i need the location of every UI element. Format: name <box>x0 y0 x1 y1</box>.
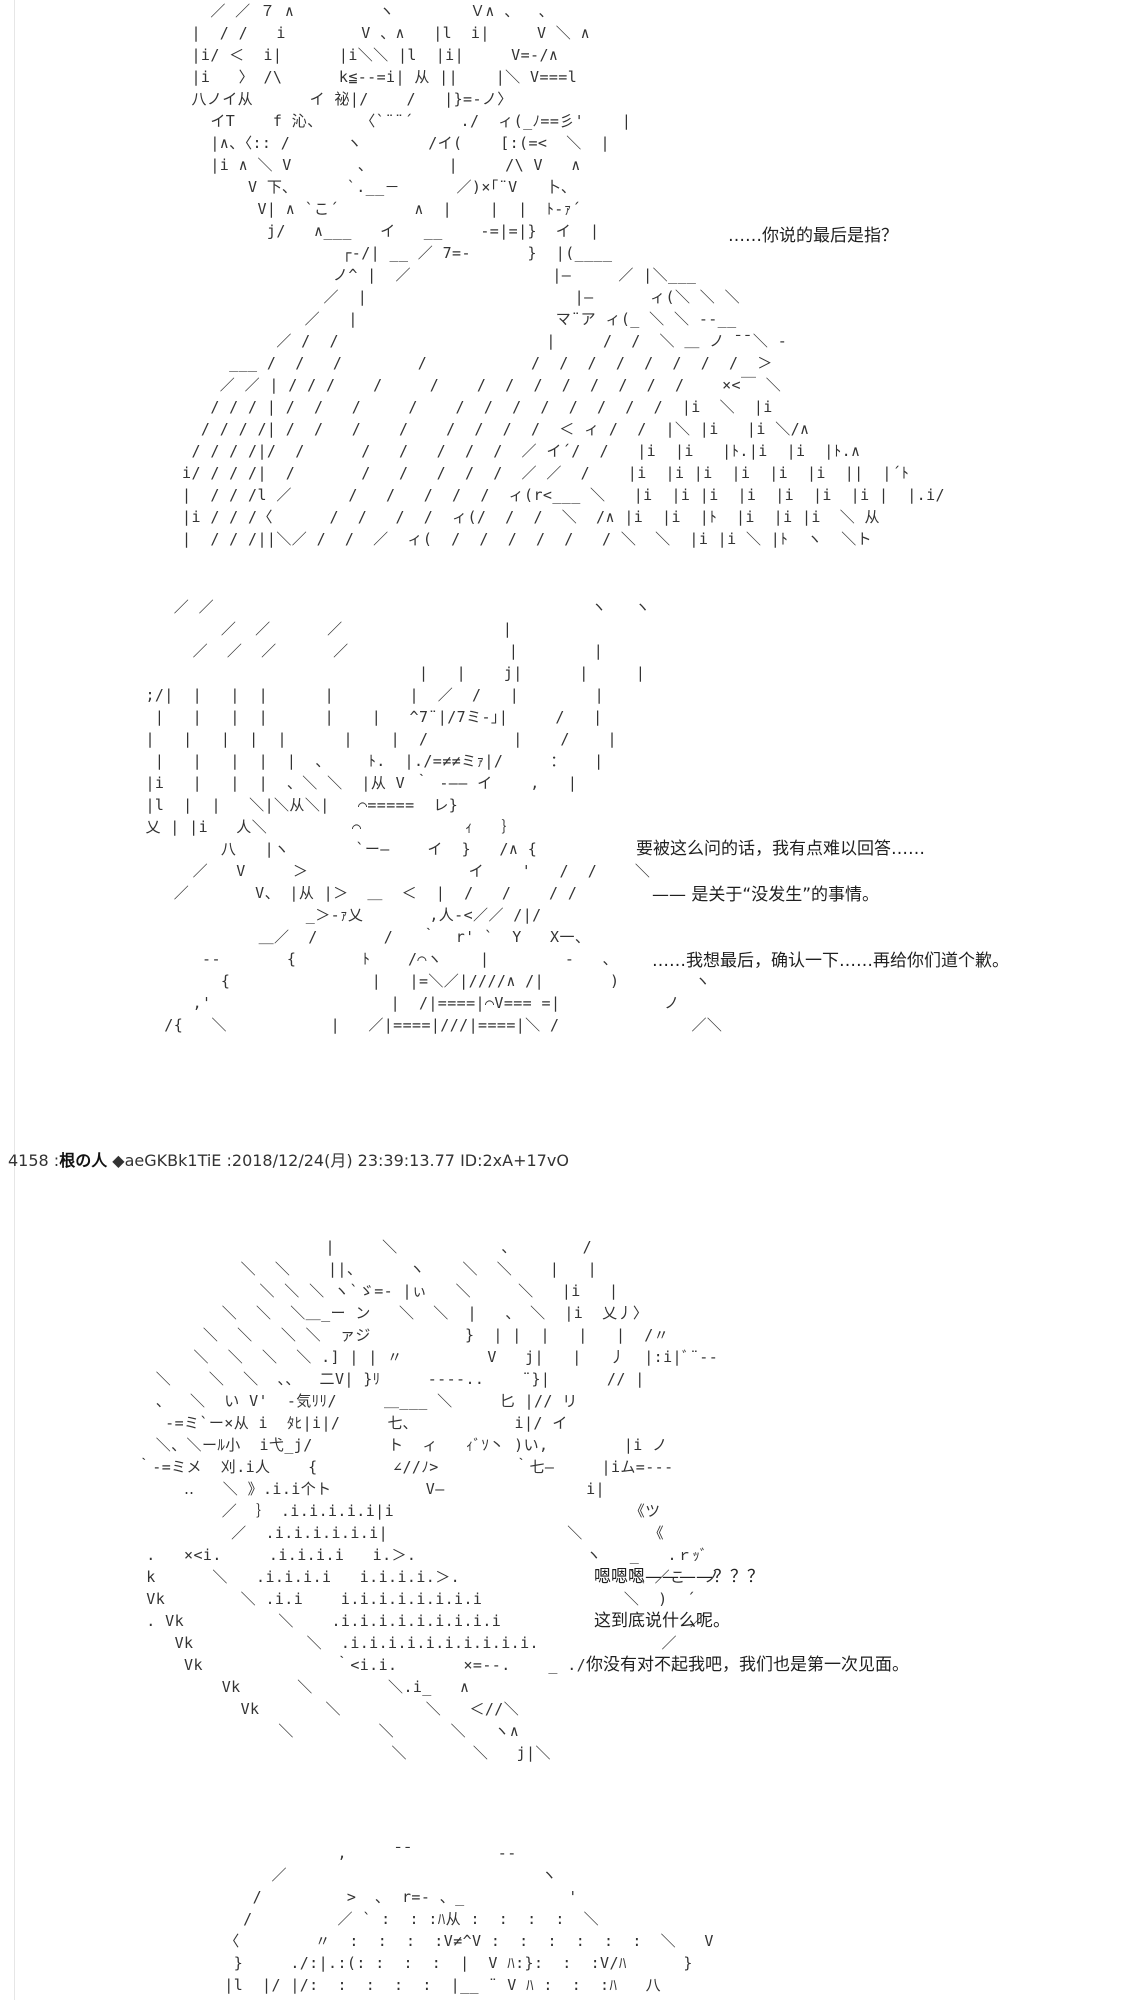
post-date: :2018/12/24(月) 23:39:13.77 <box>221 1151 455 1170</box>
dialogue-line: 这到底说什么呢。 <box>594 1611 730 1631</box>
ascii-art-panel-1: ／ ／ ７ ∧ ヽ Ｖ∧ 、 、 | / / i V 、∧ |l i| V ＼ … <box>182 2 945 548</box>
dialogue-line: 你没有对不起我吧，我们也是第一次见面。 <box>586 1655 909 1675</box>
dialogue-line: —— 是关于“没发生”的事情。 <box>652 885 880 905</box>
poster-trip: ◆aeGKBk1TiE <box>107 1151 222 1170</box>
post-separator: : <box>48 1151 60 1170</box>
post-header: 4158 :根の人 ◆aeGKBk1TiE :2018/12/24(月) 23:… <box>8 1150 569 1172</box>
ascii-art-panel-4: , ̄ ̄ ‐- ／ ヽ / > ､ r=‐ 、_ ' / ／ ` : : :ﾊ… <box>224 1844 714 1994</box>
poster-name: 根の人 <box>59 1151 108 1170</box>
ascii-art-panel-3: | ＼ 、 / ＼ ＼ ||、 ヽ ＼ ＼ | | ＼ ＼ ＼ ヽ`ゞ=- |ぃ… <box>136 1238 720 1762</box>
poster-id[interactable]: ID:2xA+17vO <box>454 1151 569 1170</box>
post-number[interactable]: 4158 <box>8 1151 49 1170</box>
dialogue-line: 要被这么问的话，我有点难以回答…… <box>636 839 925 859</box>
ascii-art-panel-2: ／ ／ ヽ ヽ ／ ／ ／ | ／ ／ ／ ／ | | | | j| <box>145 598 723 1034</box>
left-border <box>14 0 15 2000</box>
dialogue-line: ……你说的最后是指？ <box>728 226 898 246</box>
dialogue-line: 嗯嗯嗯————？？？ <box>594 1567 764 1587</box>
dialogue-line: ……我想最后，确认一下……再给你们道个歉。 <box>652 951 1009 971</box>
